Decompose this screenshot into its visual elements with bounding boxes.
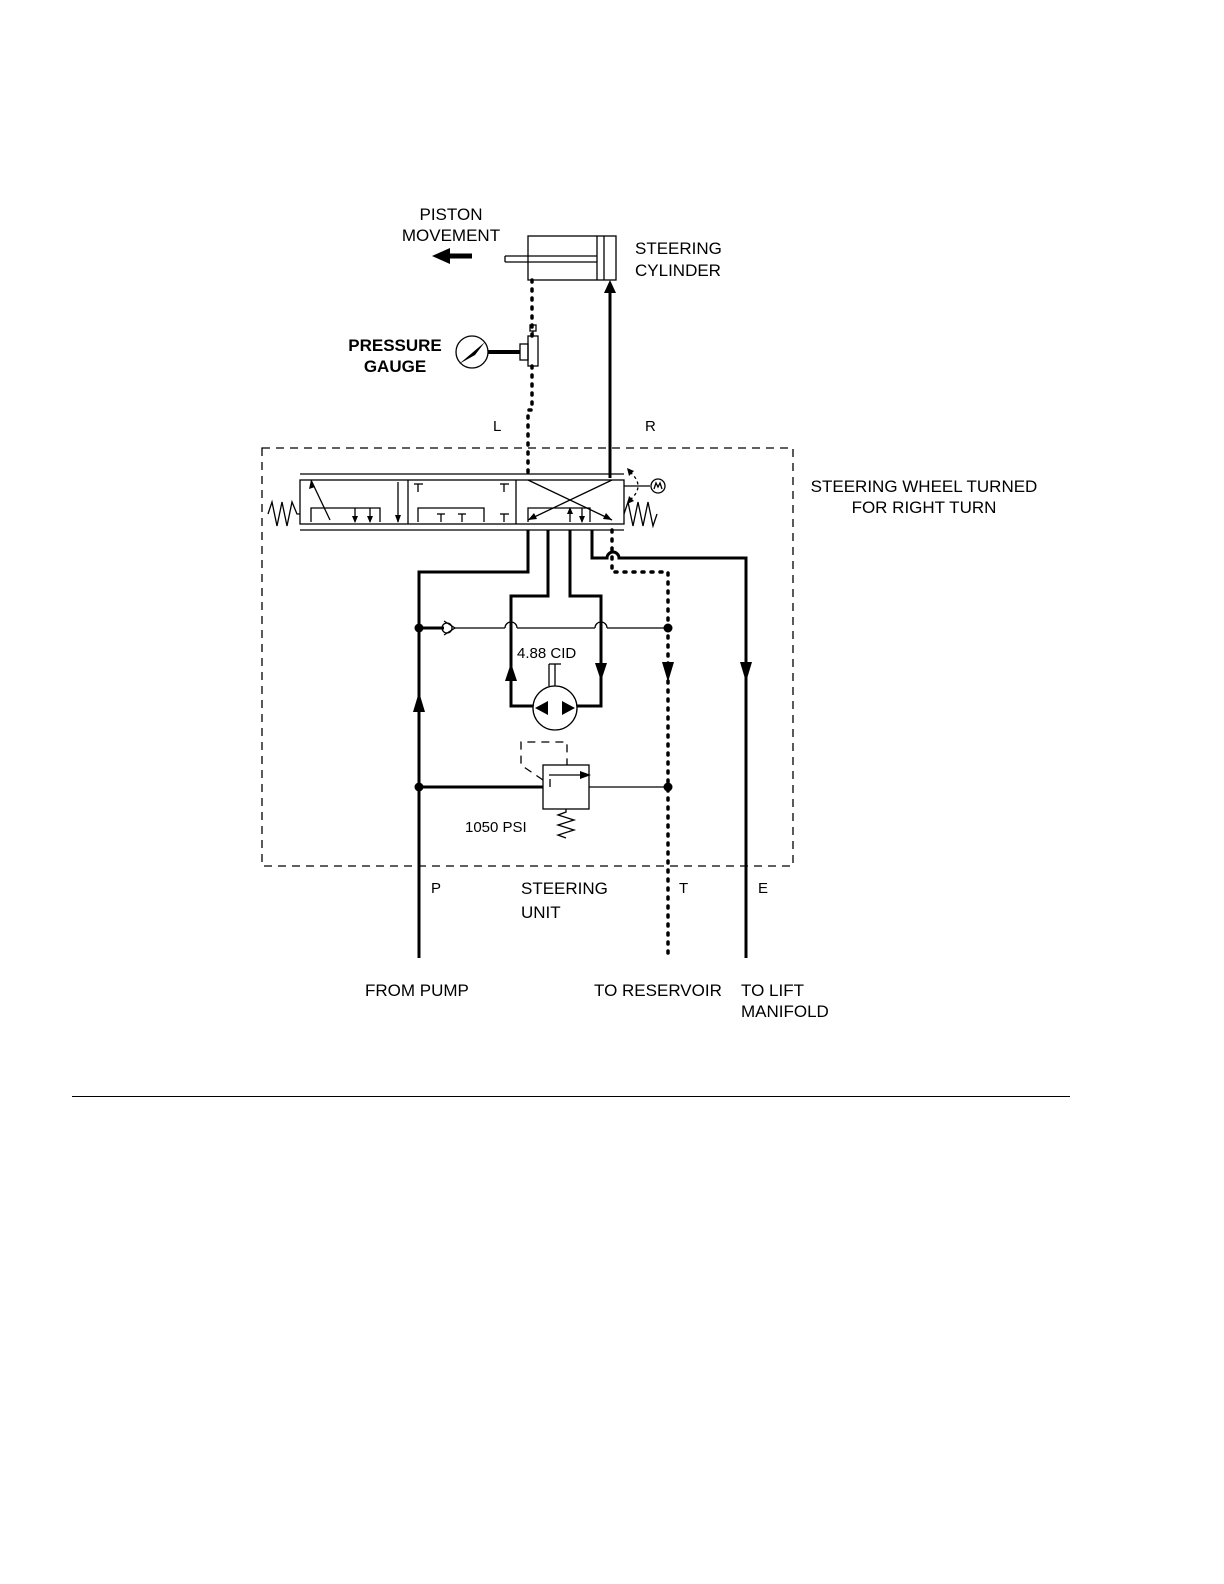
pump-flow-arrow — [413, 692, 425, 712]
piston-movement-label-2: MOVEMENT — [402, 226, 500, 245]
metering-line-right — [570, 530, 601, 706]
excess-flow-arrow — [740, 662, 752, 682]
port-l-label: L — [493, 418, 501, 435]
directional-valve — [268, 468, 665, 530]
from-pump-label: FROM PUMP — [365, 981, 469, 1000]
port-t-label: T — [679, 880, 688, 897]
wheel-state-label-2: FOR RIGHT TURN — [852, 498, 997, 517]
junction-p-upper — [415, 624, 424, 633]
steering-cylinder-label-1: STEERING — [635, 239, 722, 258]
wheel-state-label-1: STEERING WHEEL TURNED — [811, 477, 1038, 496]
tank-flow-arrow — [662, 662, 674, 682]
steering-unit-label-1: STEERING — [521, 879, 608, 898]
to-lift-manifold-label-1: TO LIFT — [741, 981, 804, 1000]
displacement-label: 4.88 CID — [517, 645, 576, 662]
relief-setting-label: 1050 PSI — [465, 819, 527, 836]
piston-movement-arrow — [432, 248, 472, 264]
steering-unit-label-2: UNIT — [521, 903, 561, 922]
to-reservoir-label: TO RESERVOIR — [594, 981, 722, 1000]
right-cylinder-arrow — [604, 280, 616, 293]
to-lift-manifold-label-2: MANIFOLD — [741, 1002, 829, 1021]
metering-arrow-down — [595, 663, 607, 681]
port-e-label: E — [758, 880, 768, 897]
metering-arrow-up — [505, 663, 517, 681]
port-p-label: P — [431, 880, 441, 897]
steering-cylinder — [505, 236, 616, 280]
gerotor-meter — [533, 664, 577, 730]
relief-valve — [419, 742, 668, 838]
horizontal-divider — [72, 1096, 1070, 1097]
port-r-label: R — [645, 418, 656, 435]
pressure-gauge-label-1: PRESSURE — [348, 336, 442, 355]
junction-p-lower — [415, 783, 424, 792]
check-valve-line — [419, 621, 668, 635]
piston-movement-label-1: PISTON — [420, 205, 483, 224]
pressure-gauge — [456, 325, 538, 368]
pressure-gauge-label-2: GAUGE — [364, 357, 426, 376]
tank-return-line — [612, 530, 668, 958]
steering-cylinder-label-2: CYLINDER — [635, 261, 721, 280]
